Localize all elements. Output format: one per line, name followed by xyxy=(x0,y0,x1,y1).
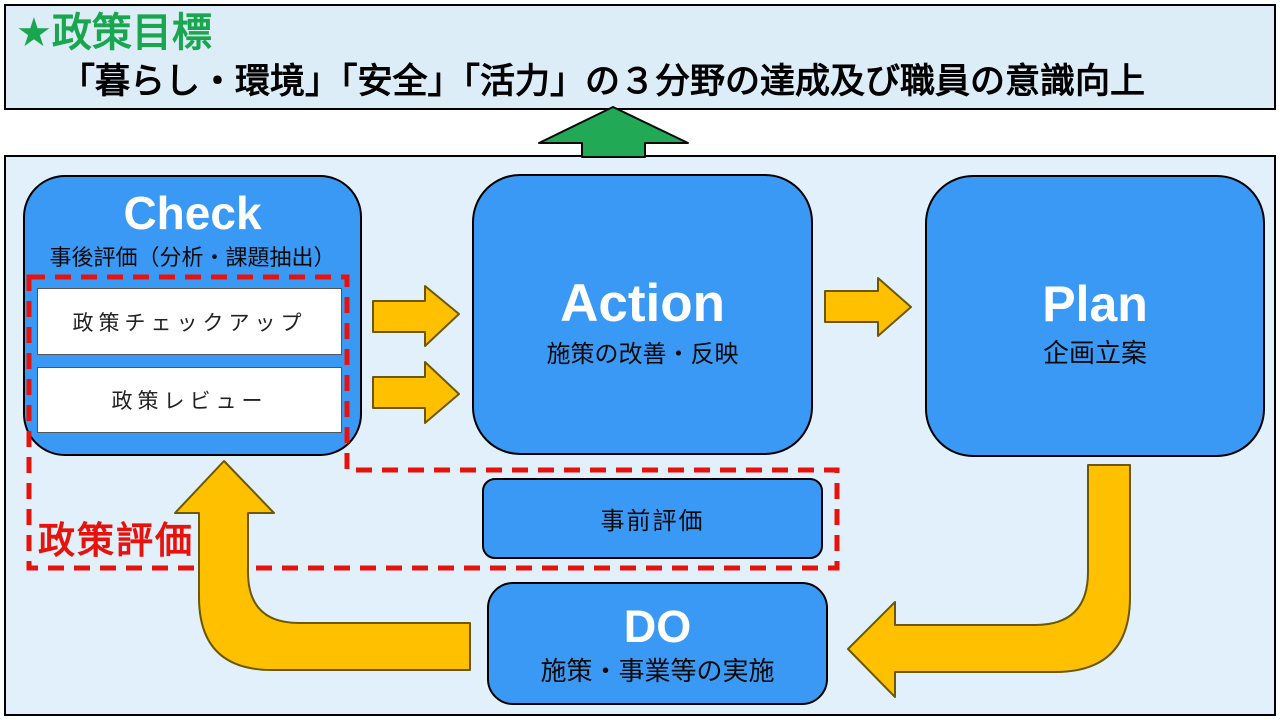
do-subtitle: 施策・事業等の実施 xyxy=(540,656,775,687)
plan-box: Plan 企画立案 xyxy=(925,175,1265,457)
policy-goal-subtitle: 「暮らし・環境」「安全」「活力」の３分野の達成及び職員の意識向上 xyxy=(60,62,1146,101)
pre-evaluation-box: 事前評価 xyxy=(482,478,823,559)
policy-review-item: 政策レビュー xyxy=(37,367,342,433)
up-arrow-green-icon xyxy=(538,106,689,158)
action-title: Action xyxy=(560,274,725,334)
check-subtitle: 事後評価（分析・課題抽出） xyxy=(49,245,336,271)
check-title: Check xyxy=(123,187,262,239)
action-box: Action 施策の改善・反映 xyxy=(472,174,813,455)
policy-goal-banner: ★政策目標 「暮らし・環境」「安全」「活力」の３分野の達成及び職員の意識向上 xyxy=(4,4,1276,110)
policy-checkup-item: 政策チェックアップ xyxy=(37,288,342,355)
pre-evaluation-label: 事前評価 xyxy=(600,508,705,535)
do-box: DO 施策・事業等の実施 xyxy=(487,582,828,705)
policy-evaluation-label: 政策評価 xyxy=(38,520,194,561)
plan-title: Plan xyxy=(1042,275,1148,332)
action-subtitle: 施策の改善・反映 xyxy=(546,340,739,368)
policy-goal-title: ★政策目標 xyxy=(16,11,212,55)
plan-subtitle: 企画立案 xyxy=(1042,338,1147,369)
do-title: DO xyxy=(623,600,692,652)
